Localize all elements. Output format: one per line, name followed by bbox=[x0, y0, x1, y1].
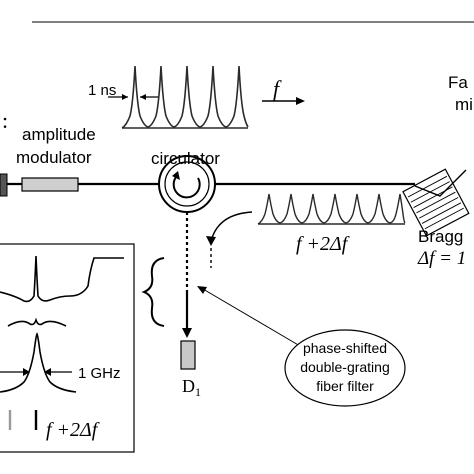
grating-line bbox=[421, 202, 462, 224]
bragg-reflection-beam bbox=[414, 169, 467, 197]
pulse-peaks bbox=[121, 65, 249, 129]
faraday-mirror-label-1: Fa bbox=[448, 73, 468, 92]
spectrum-inset: 1 GHz f +2Δf bbox=[0, 243, 135, 453]
circulator-inner-ring bbox=[164, 161, 210, 207]
detector-label-subscript: 1 bbox=[195, 385, 201, 399]
detector-label: D1 bbox=[182, 376, 201, 399]
filter-pointer-arrowhead bbox=[197, 286, 207, 294]
shifted-frequency-label: f +2Δf bbox=[296, 233, 350, 255]
inset-overbrace bbox=[7, 317, 67, 327]
shifted-pulse-train bbox=[257, 193, 406, 225]
amplitude-modulator bbox=[21, 177, 79, 192]
shifted-pulse-peaks bbox=[257, 193, 406, 225]
filter-label-1: phase-shifted bbox=[303, 340, 387, 356]
transmitted-peak-curve bbox=[0, 332, 77, 393]
return-path-arrowhead bbox=[206, 236, 216, 246]
inset-frame bbox=[0, 243, 135, 453]
frequency-arrowhead bbox=[296, 97, 305, 105]
grating-line bbox=[416, 191, 456, 214]
filter-label-3: fiber filter bbox=[316, 378, 374, 394]
grating-line bbox=[424, 207, 464, 230]
linewidth-marker-right-arrowhead bbox=[44, 368, 51, 376]
bragg-grating bbox=[402, 168, 470, 237]
pulse-width-arrowhead-right bbox=[140, 94, 146, 100]
filter-transmission-curve bbox=[0, 255, 124, 303]
detector-label-main: D bbox=[182, 376, 195, 396]
amplitude-modulator-label-2: modulator bbox=[16, 148, 92, 167]
pulse-width-arrowhead-left bbox=[122, 94, 128, 100]
linewidth-marker-left-arrowhead bbox=[23, 368, 30, 376]
input-pulse-train bbox=[121, 65, 249, 129]
amplitude-modulator-label-1: amplitude bbox=[22, 125, 96, 144]
circulator-rotation-arrow bbox=[172, 176, 201, 199]
curly-brace bbox=[141, 257, 165, 327]
faraday-mirror-label-2: mi bbox=[455, 95, 473, 114]
output-fiber-arrowhead bbox=[182, 328, 192, 338]
linewidth-label: 1 GHz bbox=[78, 365, 121, 382]
circulator-rotation-arrowhead bbox=[172, 171, 180, 180]
frequency-label: f bbox=[273, 76, 282, 101]
bragg-grating-label: Bragg bbox=[418, 227, 463, 246]
grating-line bbox=[419, 197, 459, 219]
return-path-arrow bbox=[211, 211, 253, 239]
detector-d1 bbox=[180, 340, 196, 370]
laser-source bbox=[0, 173, 8, 197]
filter-pointer bbox=[202, 288, 301, 347]
delta-f-label: Δf = 1 bbox=[417, 248, 466, 269]
filter-bubble bbox=[284, 329, 406, 407]
grating-line bbox=[407, 175, 448, 198]
circulator-label: circulator bbox=[151, 149, 220, 168]
filter-label-2: double-grating bbox=[300, 359, 390, 375]
source-glyph: : bbox=[2, 108, 8, 133]
inset-frequency-label: f +2Δf bbox=[46, 419, 100, 441]
pulse-width-label: 1 ns bbox=[88, 82, 116, 99]
